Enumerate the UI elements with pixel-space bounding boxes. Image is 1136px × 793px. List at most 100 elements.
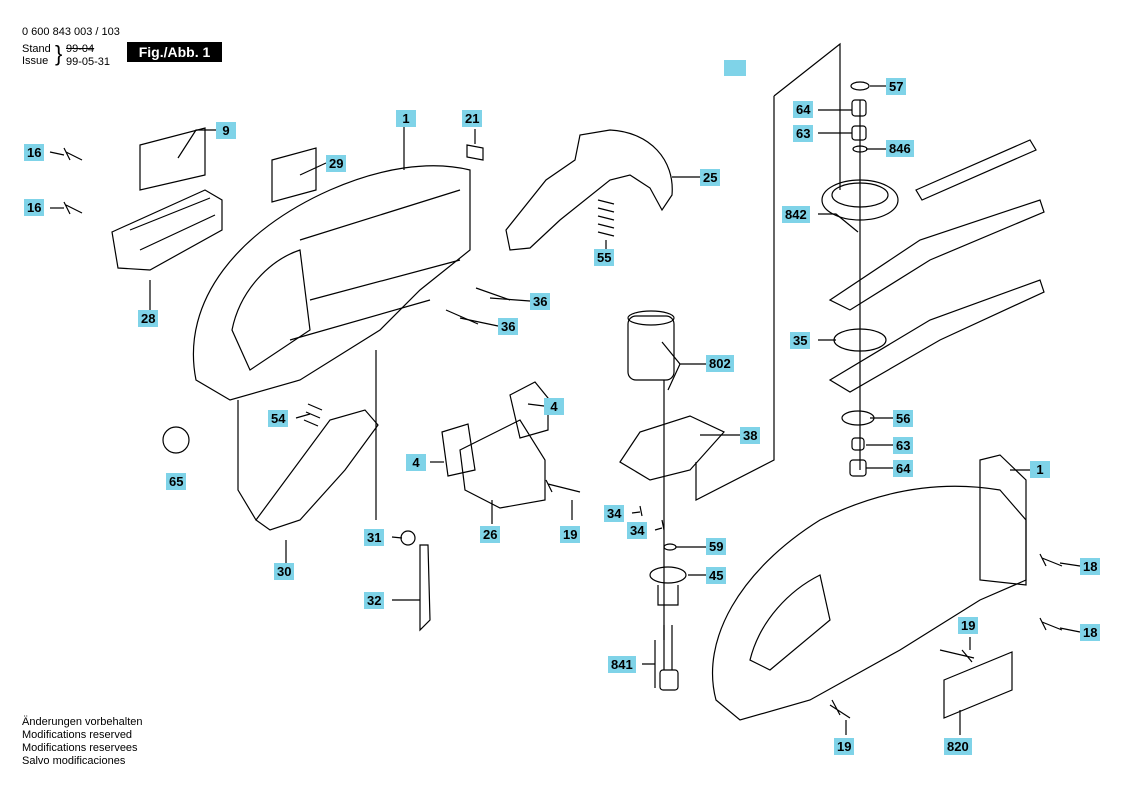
part-802-shape	[627, 315, 675, 381]
part-label-64: 64	[893, 460, 914, 477]
part-label-19: 19	[834, 738, 855, 755]
part-64a-shape	[851, 99, 867, 117]
part-28-shape	[111, 189, 223, 271]
leader-802	[661, 341, 706, 391]
stand-label: Stand	[22, 43, 51, 55]
part-65-shape	[162, 426, 190, 454]
part-label-16: 16	[24, 144, 45, 161]
part-label-32: 32	[364, 592, 385, 609]
part-label-64: 64	[793, 101, 814, 118]
part-57-shape	[850, 81, 870, 91]
part-label-59: 59	[706, 538, 727, 555]
part-label-36: 36	[498, 318, 519, 335]
blade-upper	[828, 199, 1045, 311]
document-number: 0 600 843 003 / 103	[22, 26, 120, 38]
part-16a-shape	[63, 147, 83, 161]
part-label-25: 25	[700, 169, 721, 186]
part-36b-shape	[445, 309, 479, 325]
blade-lower	[828, 279, 1045, 393]
leader-54	[295, 413, 311, 419]
part-label-38: 38	[740, 427, 761, 444]
part-45-shape	[649, 566, 687, 584]
part-36a-shape	[475, 287, 511, 301]
part-1b-housing	[711, 485, 1027, 721]
leader-18b	[1059, 627, 1081, 633]
part-59-shape	[663, 543, 677, 551]
part-820-shape	[943, 651, 1013, 719]
part-label-29: 29	[326, 155, 347, 172]
part-4b-shape	[441, 423, 476, 477]
part-label-56: 56	[893, 410, 914, 427]
leader-9	[177, 129, 216, 159]
leader-34b	[654, 527, 663, 531]
part-label-1: 1	[396, 110, 416, 127]
part-label-4: 4	[544, 398, 564, 415]
part-label-18: 18	[1080, 558, 1101, 575]
part-32-shape	[419, 544, 431, 632]
part-label-820: 820	[944, 738, 972, 755]
footer-note-de: Änderungen vorbehalten	[22, 716, 143, 728]
leader-29	[299, 162, 327, 176]
part-label-30: 30	[274, 563, 295, 580]
part-19c-shape	[829, 699, 851, 719]
part-55-shape	[597, 199, 615, 237]
leader-18a	[1059, 562, 1081, 567]
footer-note-en: Modifications reserved	[22, 729, 133, 741]
stand-value: 99-04	[66, 43, 95, 55]
part-63b-shape	[851, 437, 865, 451]
part-label-9: 9	[216, 122, 236, 139]
leader-841	[642, 640, 656, 688]
part-25-shape	[505, 129, 673, 251]
part-21-shape	[466, 144, 484, 161]
part-label-63: 63	[893, 437, 914, 454]
part-label-34: 34	[627, 522, 648, 539]
part-19b-shape	[939, 649, 975, 663]
part-label-36: 36	[530, 293, 551, 310]
part-841-shape	[663, 625, 673, 670]
issue-value: 99-05-31	[66, 56, 111, 68]
part-label-19: 19	[560, 526, 581, 543]
part-label-21: 21	[462, 110, 483, 127]
figure-title: Fig./Abb. 1	[127, 42, 222, 62]
part-31-shape	[400, 530, 416, 546]
part-label-842: 842	[782, 206, 810, 223]
issue-label: Issue	[22, 55, 49, 67]
part-label-18: 18	[1080, 624, 1101, 641]
part-label-63: 63	[793, 125, 814, 142]
part-19a-shape	[545, 479, 581, 493]
part-846-shape	[852, 145, 868, 153]
accent-square	[724, 60, 746, 76]
part-label-54: 54	[268, 410, 289, 427]
part-64b-shape	[849, 459, 867, 477]
part-9-shape	[139, 127, 206, 191]
part-label-846: 846	[886, 140, 914, 157]
part-label-57: 57	[886, 78, 907, 95]
part-label-26: 26	[480, 526, 501, 543]
leader-842	[818, 213, 859, 233]
part-63a-shape	[851, 125, 867, 141]
part-label-31: 31	[364, 529, 385, 546]
leader-31	[391, 536, 403, 539]
part-16b-shape	[63, 201, 83, 215]
part-label-1: 1	[1030, 461, 1050, 478]
part-1a-housing	[192, 165, 471, 401]
part-26-shape	[459, 419, 546, 509]
part-label-65: 65	[166, 473, 187, 490]
part-29-shape	[271, 147, 317, 203]
part-1b-cover	[979, 454, 1027, 586]
footer-note-es: Salvo modificaciones	[22, 755, 126, 767]
part-label-28: 28	[138, 310, 159, 327]
part-18b-shape	[1039, 617, 1063, 631]
part-label-802: 802	[706, 355, 734, 372]
part-label-34: 34	[604, 505, 625, 522]
part-label-19: 19	[958, 617, 979, 634]
part-label-45: 45	[706, 567, 727, 584]
leader-34a	[631, 511, 641, 514]
part-4a-shape	[509, 381, 549, 439]
guide-line-right	[695, 42, 841, 501]
part-18a-shape	[1039, 553, 1063, 567]
part-30-shape	[255, 409, 379, 531]
part-842-shape	[821, 179, 899, 221]
part-label-16: 16	[24, 199, 45, 216]
